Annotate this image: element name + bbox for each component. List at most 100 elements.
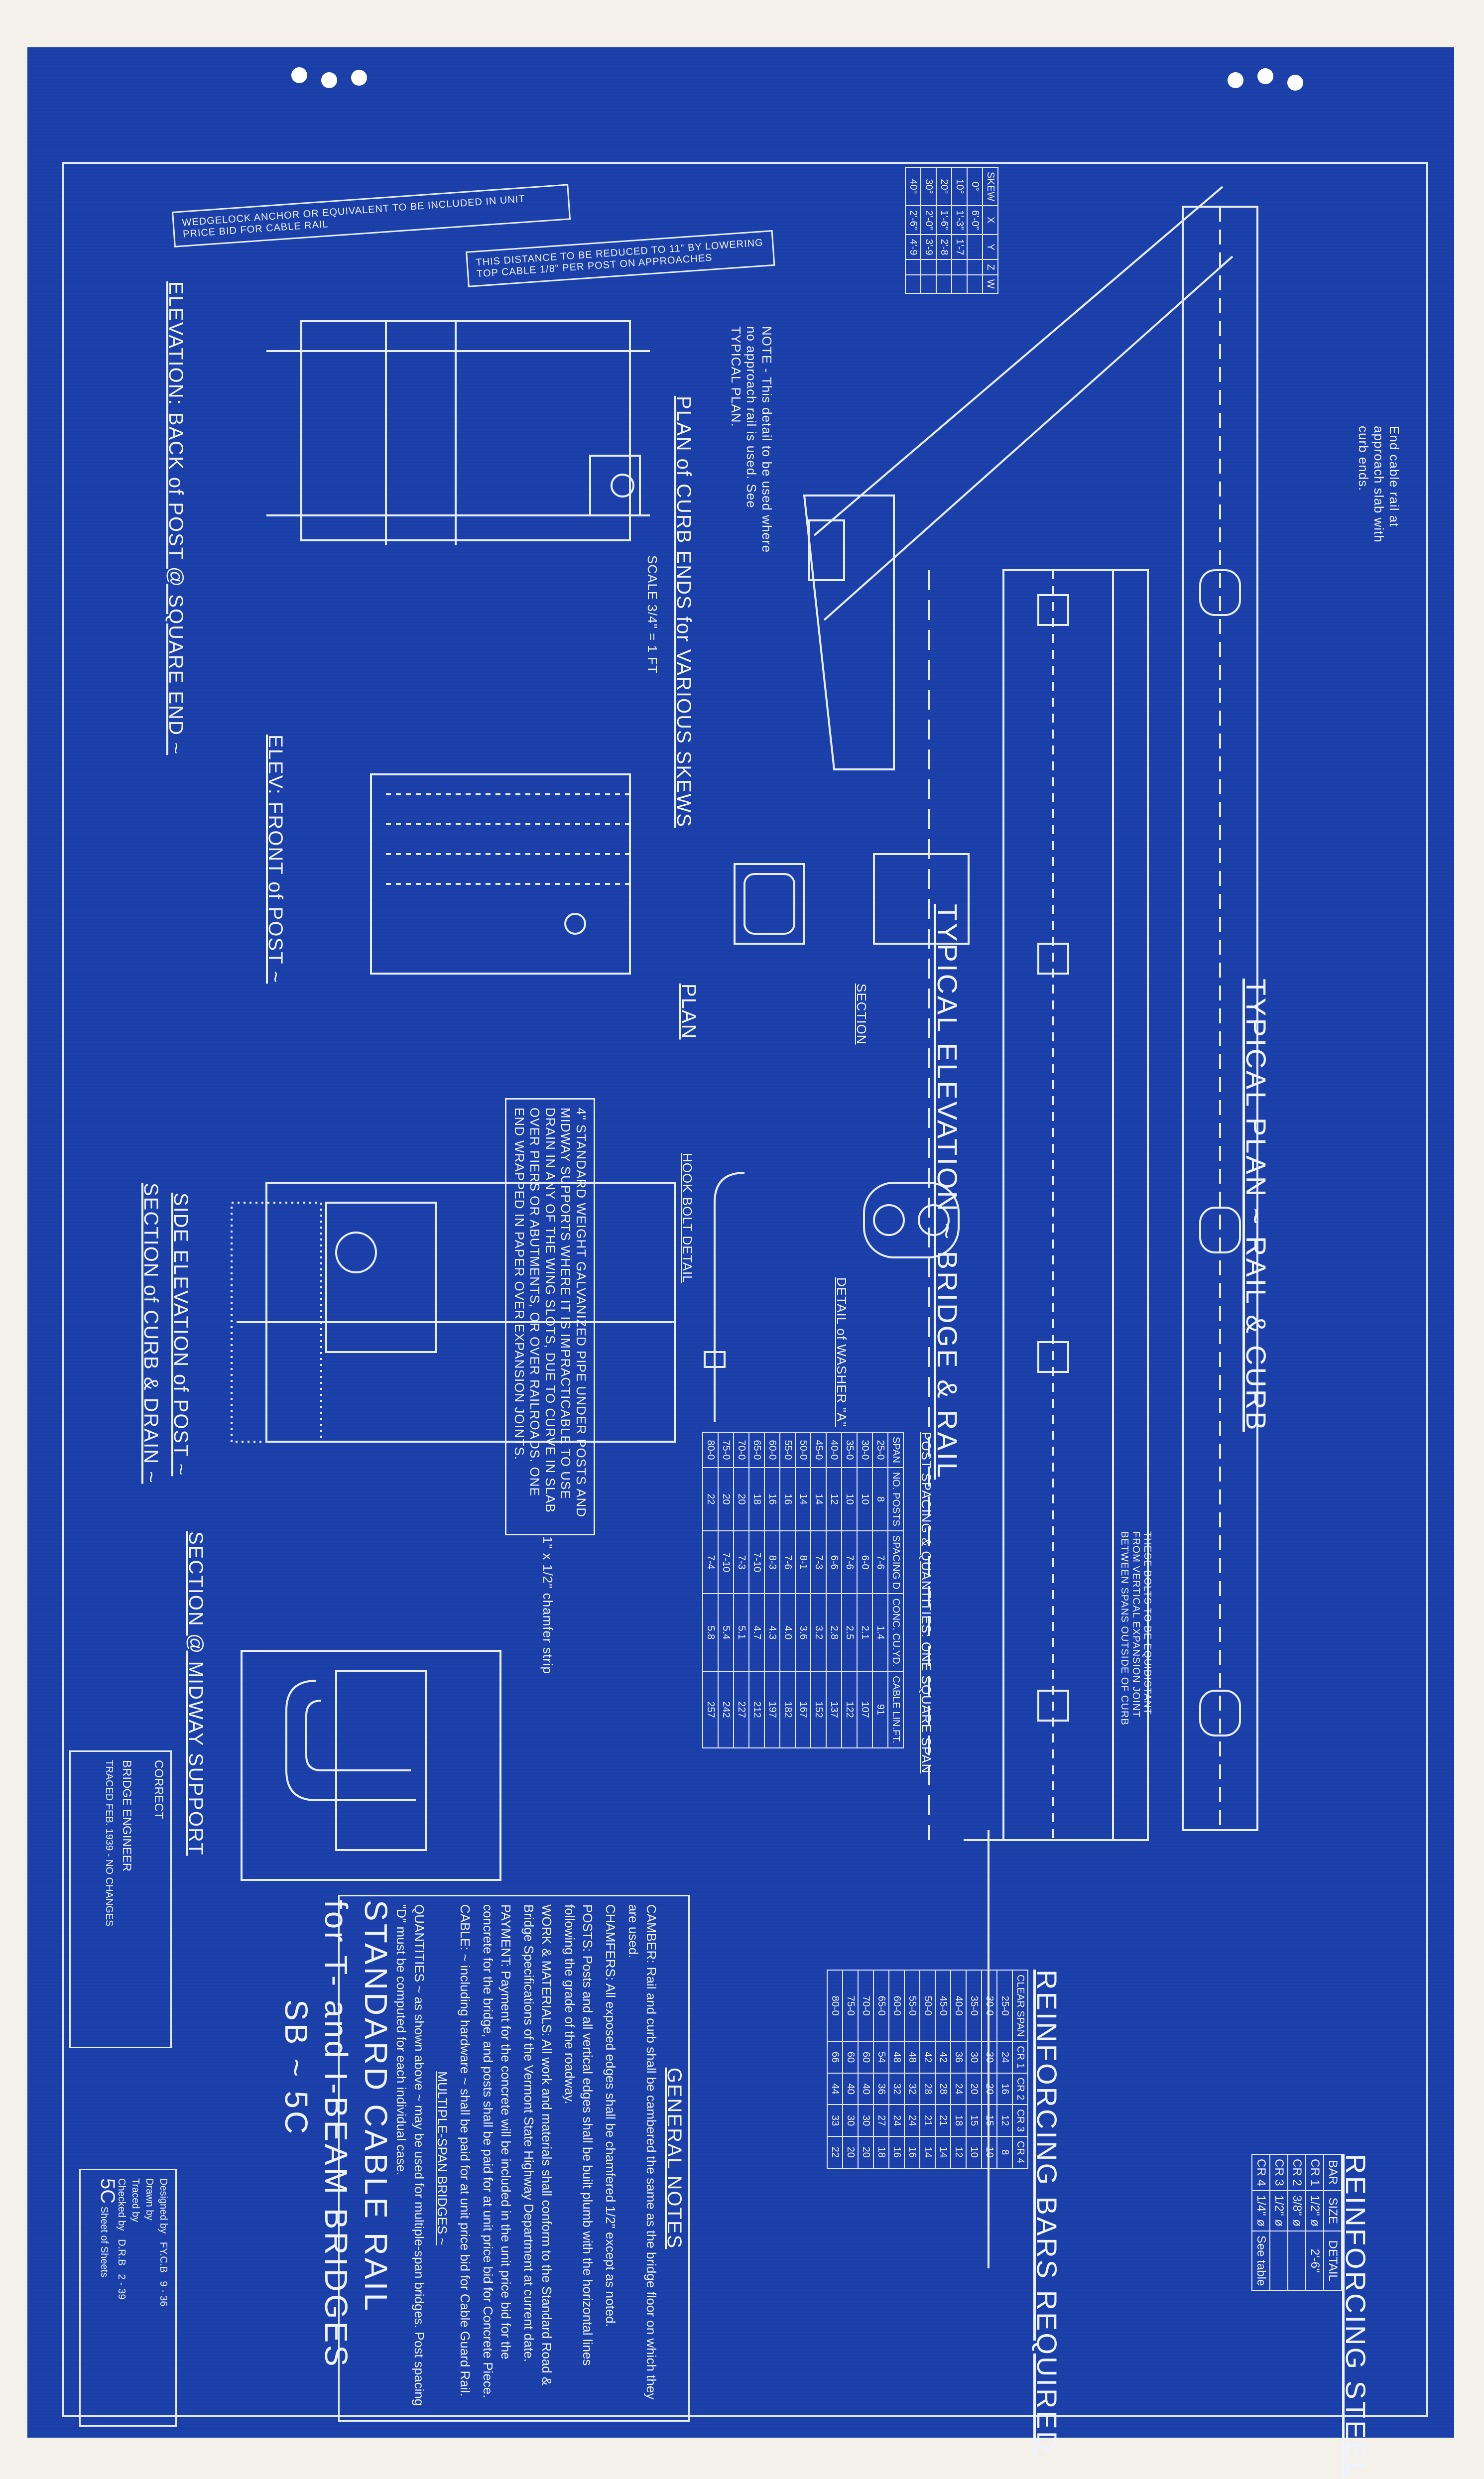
bridge-engineer-label: BRIDGE ENGINEER (120, 1760, 133, 1872)
table-row: 20°1'-6"2'-8 (936, 167, 952, 293)
label-elev-back: ELEVATION: BACK of POST @ SQUARE END ~ (165, 281, 187, 755)
label-section: SECTION (854, 984, 869, 1045)
punch-hole (1287, 75, 1303, 91)
sheet-row: 5C Sheet of Sheets (97, 2178, 119, 2278)
label-typical-elev: TYPICAL ELEVATION ~ BRIDGE & RAIL (932, 904, 963, 1480)
label-reinf-steel: REINFORCING STEEL (1340, 2154, 1371, 2479)
label-section-midway: SECTION @ MIDWAY SUPPORT (185, 1531, 207, 1856)
dimensions-table-wrap: SKEW X Y Z W 0°6'-0" 10°1'-3"1'-7 20°1'-… (905, 167, 998, 294)
table-row: 0°6'-0" (967, 167, 983, 293)
label-typical-plan: TYPICAL PLAN ~ RAIL & CURB (1240, 979, 1272, 1432)
dim-header: Z (983, 259, 998, 275)
title-line-2: for T- and I-BEAM BRIDGES (318, 1900, 354, 2369)
dim-header: X (983, 205, 998, 235)
checked-by-row: Checked by D.R.B 2 - 39 (116, 2178, 127, 2300)
drawing-linework (231, 186, 1258, 2268)
dim-header: Y (983, 234, 998, 260)
dim-header: SKEW (983, 167, 998, 206)
traced-label: TRACED FEB. 1939 - NO CHANGES (104, 1760, 115, 1927)
punch-hole (1228, 72, 1243, 88)
label-plan: PLAN (678, 984, 700, 1040)
label-reinf-required: REINFORCING BARS REQUIRED (1031, 1970, 1063, 2454)
designed-by-row: Designed by FY.C.B 9 - 36 (158, 2178, 169, 2307)
title-line-3: SB ~ 5C (278, 1999, 314, 2137)
note-work: WORK & MATERIALS: All work and materials… (521, 1904, 554, 2386)
label-post-spacing: POST SPACING & QUANTITIES: ONE SQUARE SP… (919, 1432, 934, 1774)
title-line-1: STANDARD CABLE RAIL (358, 1900, 394, 2313)
label-section-curb: SECTION of CURB & DRAIN ~ (140, 1183, 162, 1484)
note-cable: CABLE: ~ including hardware ~ shall be p… (458, 1904, 473, 2397)
traced-by-row: Traced by (130, 2178, 141, 2223)
note-posts: POSTS: Posts and all vertical edges shal… (562, 1904, 595, 2366)
drawing-border (62, 162, 1428, 2417)
post-spacing-table-wrap: SPAN NO. POSTS SPACING D CONC. CU.YD. CA… (702, 1432, 904, 1748)
label-side-elev: SIDE ELEVATION of POST ~ (170, 1193, 192, 1477)
end-rail-note: End cable rail at approach slab with cur… (1356, 426, 1402, 543)
label-chamfer: 1" x 1/2" chamfer strip (540, 1536, 555, 1674)
sheet-number: 5C (97, 2178, 119, 2204)
blueprint-sheet: WEDGELOCK ANCHOR OR EQUIVALENT TO BE INC… (27, 47, 1454, 2479)
pipe-note: 4" STANDARD WEIGHT GALVANIZED PIPE UNDER… (505, 1098, 595, 1535)
post-spacing-table: SPAN NO. POSTS SPACING D CONC. CU.YD. CA… (702, 1432, 904, 1748)
punch-hole (321, 72, 337, 88)
dimensions-table: SKEW X Y Z W 0°6'-0" 10°1'-3"1'-7 20°1'-… (905, 167, 998, 294)
punch-hole (351, 70, 367, 86)
label-washer: DETAIL of WASHER "A" (834, 1277, 849, 1427)
multi-span-heading: MULTIPLE-SPAN BRIDGES ~ (435, 2071, 450, 2245)
note-payment: PAYMENT: Payment for the concrete will b… (481, 1904, 513, 2398)
punch-hole (291, 67, 307, 83)
general-notes-heading: GENERAL NOTES (663, 2067, 685, 2249)
approval-block: CORRECT BRIDGE ENGINEER TRACED FEB. 1939… (69, 1750, 172, 2048)
drawn-by-row: Drawn by (144, 2178, 155, 2221)
dim-header: W (983, 274, 998, 293)
correct-label: CORRECT (152, 1760, 165, 1819)
note-chamfers: CHAMFERS: All exposed edges shall be cha… (603, 1904, 618, 2327)
note-multi: QUANTITIES ~ as shown above ~ may be use… (394, 1904, 427, 2406)
label-hook-bolt: HOOK BOLT DETAIL (680, 1153, 695, 1283)
drafter-block: Designed by FY.C.B 9 - 36 Drawn by Trace… (79, 2169, 177, 2427)
label-elev-front: ELEV: FRONT of POST ~ (264, 735, 286, 984)
table-row: 40°2'-6"4'-9 (905, 167, 921, 293)
bolts-note: THESE BOLTS TO BE EQUIDISTANT FROM VERTI… (1119, 1531, 1153, 1726)
label-plan-curb: PLAN of CURB ENDS for VARIOUS SKEWS (673, 396, 695, 828)
table-row: 30°2'-0"3'-9 (921, 167, 936, 293)
table-row: 10°1'-3"1'-7 (952, 167, 967, 293)
note-camber: CAMBER: Rail and curb shall be cambered … (626, 1904, 659, 2400)
label-note-typical: NOTE - This detail to be used where no a… (729, 326, 774, 553)
label-plan-scale: SCALE 3/4" = 1 FT (645, 555, 660, 674)
title-block: STANDARD CABLE RAIL for T- and I-BEAM BR… (276, 1900, 396, 2369)
punch-hole (1257, 68, 1273, 84)
